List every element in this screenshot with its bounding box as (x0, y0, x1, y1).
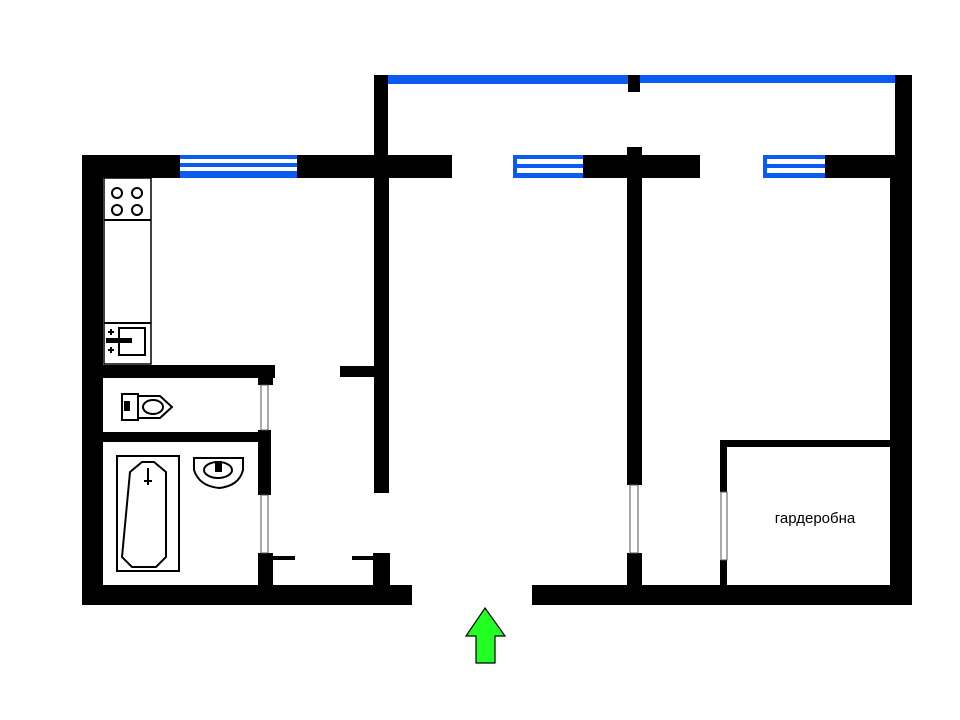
wall-kitchen-wc (103, 365, 275, 378)
wall-room-room-top (627, 147, 642, 485)
balcony-wall-left (374, 75, 388, 160)
door-wc[interactable] (260, 384, 269, 431)
wall-hall-post (373, 553, 390, 590)
wardrobe-wall-top (720, 440, 890, 447)
wardrobe-wall-left-bottom (720, 560, 727, 590)
wall-stub-hall (340, 366, 374, 377)
kitchen-counter (103, 177, 152, 365)
doors (260, 384, 728, 561)
door-room[interactable] (629, 484, 639, 554)
wall-bath-hall-1 (258, 378, 273, 385)
outer-wall-left (82, 155, 103, 605)
entrance-arrow (464, 606, 507, 664)
bathtub-icon (116, 455, 180, 572)
wall-kitchen-room (374, 155, 389, 493)
walls (82, 75, 912, 605)
fixtures (103, 177, 244, 572)
outer-wall-right (890, 155, 912, 605)
balcony-wall-right (895, 75, 912, 160)
balcony-glazing-2 (640, 75, 895, 83)
outer-wall-bottom-left (82, 585, 412, 605)
wardrobe-label: гардеробна (774, 510, 856, 527)
sink-icon (104, 322, 151, 356)
arrow-up-icon (464, 606, 507, 664)
wall-bath-hall-3 (258, 553, 273, 590)
door-bath[interactable] (260, 494, 269, 554)
balcony-glazing-1 (388, 75, 628, 84)
wall-room-room-bottom (627, 553, 642, 590)
wall-wc-bath (103, 432, 258, 442)
window-room-1 (513, 155, 583, 178)
wall-stub-2 (352, 556, 374, 560)
window-kitchen (180, 155, 297, 178)
door-wardrobe[interactable] (720, 491, 728, 561)
wardrobe-wall-left-top (720, 440, 727, 492)
washbasin-icon (193, 457, 244, 490)
wall-bath-hall-2 (258, 430, 271, 495)
windows (180, 75, 895, 178)
wall-stub-1 (273, 556, 295, 560)
balcony-post (628, 75, 640, 92)
toilet-icon (121, 393, 174, 421)
window-room-2 (763, 155, 825, 178)
outer-wall-top-1 (82, 155, 180, 178)
stove-icon (104, 187, 151, 221)
